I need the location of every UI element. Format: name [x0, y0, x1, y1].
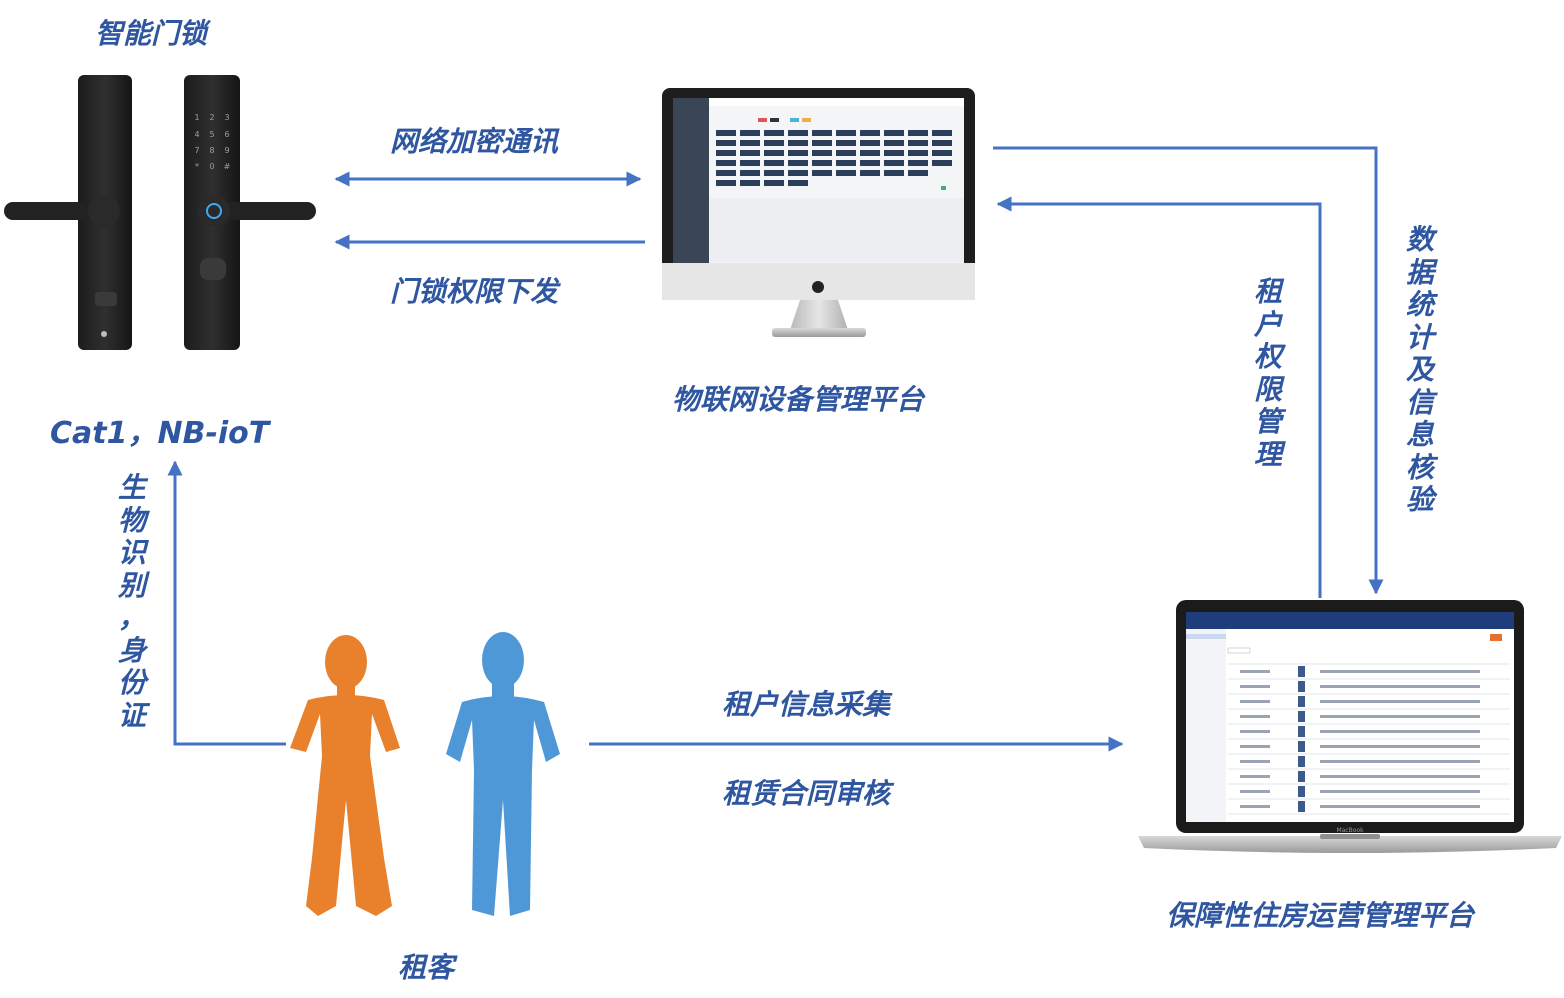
svg-text:0: 0 [209, 162, 214, 171]
edge-label-lock-permission: 门锁权限下发 [390, 275, 559, 308]
vertical-label-char: 份 [117, 666, 146, 699]
arrow-housing-to-iot [996, 196, 1322, 598]
vertical-label-char: 及 [1405, 353, 1434, 386]
svg-text:9: 9 [224, 146, 229, 155]
vertical-label-char: 统 [1405, 288, 1434, 321]
svg-text:6: 6 [224, 130, 229, 139]
svg-text:7: 7 [194, 146, 199, 155]
smart-lock-image: 1 2 3 4 5 6 7 8 9 * 0 # [4, 75, 316, 350]
vertical-label-char: 识 [117, 536, 146, 569]
vertical-label-char: 理 [1253, 437, 1282, 471]
svg-text:1: 1 [194, 113, 199, 122]
svg-text:#: # [224, 162, 231, 171]
vertical-label-char: 管 [1253, 405, 1282, 438]
edge-label-tenant-permission: 租户权限管理 [1250, 275, 1286, 471]
vertical-label-char: 限 [1253, 372, 1282, 406]
edge-label-tenant-info: 租户信息采集 [722, 688, 891, 721]
vertical-label-char: 据 [1405, 255, 1434, 289]
vertical-label-char: 租 [1253, 275, 1282, 308]
vertical-label-char: 验 [1405, 483, 1434, 516]
housing-platform-title: 保障性住房运营管理平台 [1166, 899, 1475, 932]
housing-platform-laptop [1138, 600, 1562, 853]
arrow-iot-to-housing [993, 146, 1384, 595]
edge-label-data-stats: 数据统计及信息核验 [1402, 223, 1438, 517]
vertical-label-char: 户 [1253, 307, 1282, 341]
iot-platform-monitor [662, 88, 975, 337]
svg-text:4: 4 [194, 130, 199, 139]
tenant-woman-silhouette [290, 635, 400, 916]
vertical-label-char: 生 [117, 471, 146, 504]
vertical-label-char: 数 [1405, 223, 1434, 256]
tenant-title: 租客 [398, 951, 455, 984]
vertical-label-char: 物 [117, 503, 146, 537]
vertical-label-char: 息 [1405, 418, 1434, 451]
smart-lock-connectivity-caption: Cat1，NB-ioT [50, 416, 270, 451]
tenant-man-silhouette [446, 632, 560, 916]
vertical-label-char: ， [117, 601, 146, 634]
svg-text:3: 3 [224, 113, 229, 122]
svg-text:8: 8 [209, 146, 214, 155]
vertical-label-char: 别 [117, 568, 146, 602]
vertical-label-char: 权 [1253, 340, 1282, 373]
svg-text:5: 5 [209, 130, 214, 139]
edge-label-biometric-id: 生物识别，身份证 [114, 471, 150, 732]
vertical-label-char: 身 [117, 633, 146, 667]
edge-label-contract-review: 租赁合同审核 [722, 777, 891, 810]
laptop-brand-text: MacBook [1336, 827, 1364, 834]
vertical-label-char: 计 [1405, 320, 1434, 354]
smart-lock-title: 智能门锁 [95, 17, 208, 50]
vertical-label-char: 信 [1405, 385, 1434, 419]
iot-platform-title: 物联网设备管理平台 [672, 383, 925, 416]
arrow-tenant-to-lock [167, 460, 286, 746]
vertical-label-char: 证 [117, 698, 146, 732]
svg-text:*: * [195, 162, 199, 171]
vertical-label-char: 核 [1405, 450, 1434, 484]
edge-label-encrypted-comm: 网络加密通讯 [390, 125, 559, 158]
svg-text:2: 2 [209, 113, 214, 122]
